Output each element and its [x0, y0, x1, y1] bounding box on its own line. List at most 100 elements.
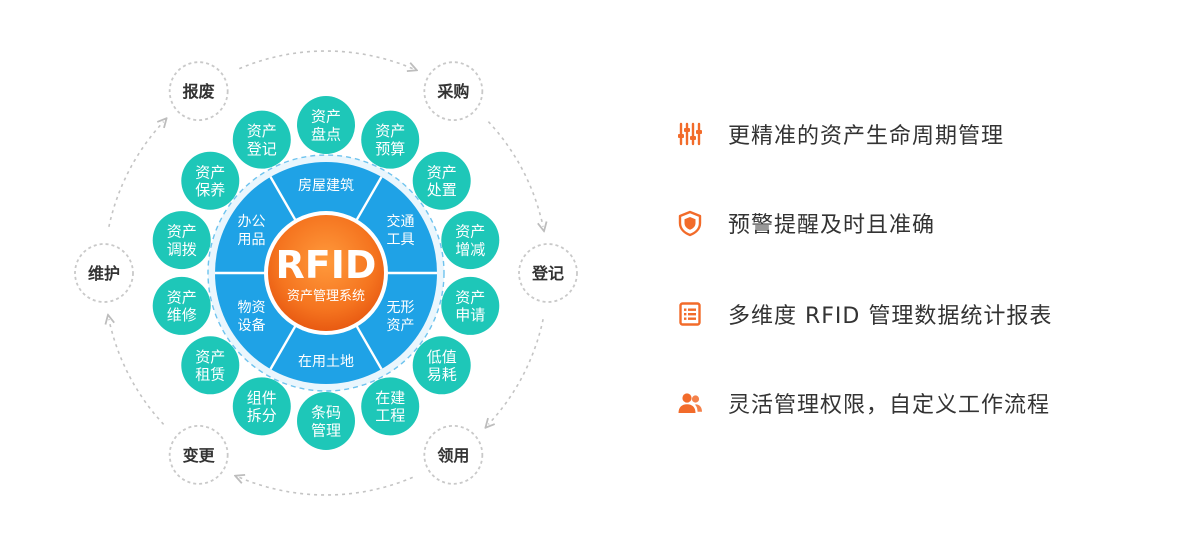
lifecycle-node: 维护: [74, 243, 134, 303]
feature-text: 更精准的资产生命周期管理: [728, 124, 1005, 149]
bubble-label: 条码管理: [311, 404, 341, 440]
lifecycle-node: 领用: [423, 424, 484, 485]
bubble-label-line: 资产: [375, 122, 405, 140]
hub-subtitle: 资产管理系统: [287, 289, 365, 304]
bubble-label-line: 资产: [195, 163, 225, 181]
bubble-label-line: 申请: [455, 306, 485, 324]
bubble-label-line: 条码: [311, 404, 341, 422]
lifecycle-node: 报废: [168, 61, 229, 122]
bubble-label: 组件拆分: [247, 389, 277, 425]
feature-text: 预警提醒及时且准确: [728, 213, 936, 238]
bubble-item: 资产维修: [152, 276, 211, 335]
bubble-label-line: 资产: [247, 122, 277, 140]
bubble-item: 资产盘点: [297, 96, 355, 154]
wheel-segment-label-line: 房屋建筑: [298, 178, 354, 194]
bubble-label-line: 保养: [195, 181, 225, 199]
wheel-segment-label-line: 无形: [386, 300, 414, 316]
bubble-label: 资产保养: [195, 163, 225, 199]
lifecycle-arrow: [239, 50, 412, 69]
feature-text: 多维度 RFID 管理数据统计报表: [728, 304, 1053, 329]
sliders-icon: [676, 120, 704, 148]
report-list-icon: [676, 300, 704, 328]
wheel-segment-label-line: 用品: [238, 232, 266, 248]
bubble-item: 资产增减: [441, 211, 500, 270]
bubble-label-line: 在建: [375, 389, 405, 407]
bubble-label-line: 盘点: [311, 125, 341, 143]
bubble-label: 资产维修: [167, 288, 197, 324]
wheel-segment-label: 在用土地: [298, 354, 354, 370]
bubble-item: 资产保养: [181, 151, 240, 210]
bubble-label-line: 拆分: [247, 407, 277, 425]
bubble-item: 资产处置: [412, 151, 471, 210]
bubble-item: 资产预算: [361, 110, 420, 169]
bubble-label-line: 资产: [167, 288, 197, 306]
shield-icon: [676, 209, 704, 237]
bubble-circle: [297, 96, 355, 154]
rfid-lifecycle-diagram: 资产盘点资产预算资产处置资产增减资产申请低值易耗在建工程条码管理组件拆分资产租赁…: [74, 50, 578, 496]
bubble-item: 组件拆分: [232, 377, 291, 436]
bubble-label-line: 低值: [427, 348, 457, 366]
feature-item-report: 多维度 RFID 管理数据统计报表: [676, 294, 1052, 334]
hub-circle: [268, 215, 384, 331]
bubble-circle: [412, 151, 471, 210]
bubble-circle: [297, 392, 355, 450]
bubble-label: 资产增减: [455, 223, 485, 259]
wheel-segment-label: 交通工具: [386, 213, 414, 248]
bubble-circle: [361, 110, 420, 169]
wheel-divider: [354, 324, 383, 370]
lifecycle-arrow: [239, 477, 413, 496]
wheel-segment-label: 物资设备: [238, 300, 266, 334]
lifecycle-node-circle: [168, 424, 229, 485]
bubble-item: 在建工程: [361, 377, 420, 436]
wheel-segment-label-line: 交通: [386, 213, 414, 230]
bubble-item: 资产登记: [232, 110, 291, 169]
bubble-circle: [232, 110, 291, 169]
bubble-circle: [181, 336, 240, 395]
feature-item-alert: 预警提醒及时且准确: [676, 203, 935, 243]
bubble-label: 资产盘点: [311, 108, 341, 144]
feature-text: 灵活管理权限，自定义工作流程: [728, 393, 1051, 418]
bubble-circle: [361, 377, 420, 436]
bubble-label: 资产调拨: [167, 223, 197, 259]
lifecycle-node-label: 报废: [183, 82, 215, 101]
wheel-divider: [269, 176, 298, 222]
lifecycle-node-circle: [168, 61, 229, 122]
bubble-item: 低值易耗: [412, 336, 471, 395]
lifecycle-arrow: [487, 121, 543, 227]
bubble-label-line: 易耗: [427, 366, 457, 384]
hub-title: RFID: [276, 243, 377, 287]
feature-item-permissions: 灵活管理权限，自定义工作流程: [676, 383, 1050, 423]
lifecycle-node: 登记: [518, 243, 578, 303]
bubble-label-line: 预算: [375, 140, 405, 158]
bubble-item: 资产租赁: [181, 336, 240, 395]
lifecycle-node: 变更: [168, 424, 229, 485]
bubble-label-line: 资产: [455, 288, 485, 306]
bubble-circle: [181, 151, 240, 210]
lifecycle-node-circle: [518, 243, 578, 303]
users-icon: [676, 389, 704, 417]
feature-list: 更精准的资产生命周期管理 预警提醒及时且准确: [676, 0, 1176, 552]
wheel-segment-label-line: 工具: [386, 232, 414, 248]
lifecycle-node-label: 领用: [437, 446, 469, 465]
wheel-segment-label: 房屋建筑: [298, 178, 354, 194]
bubble-label: 资产租赁: [195, 348, 225, 384]
bubble-item: 资产申请: [441, 276, 500, 335]
bubble-label-line: 管理: [311, 421, 341, 439]
lifecycle-node-label: 变更: [183, 446, 216, 465]
wheel-segment-label-line: 资产: [386, 318, 414, 334]
wheel-segment-label-line: 办公: [238, 214, 266, 230]
lifecycle-node-circle: [423, 424, 484, 485]
bubble-label: 低值易耗: [427, 348, 457, 384]
wheel-segment-label-line: 物资: [238, 300, 266, 316]
lifecycle-node-circle: [74, 243, 134, 303]
lifecycle-arrow: [108, 122, 164, 227]
lifecycle-node-circle: [423, 61, 484, 122]
wheel-segment-label-line: 在用土地: [298, 354, 354, 370]
wheel-divider: [354, 176, 383, 222]
bubble-item: 资产调拨: [152, 211, 211, 270]
bubble-label-line: 工程: [375, 407, 405, 425]
lifecycle-node: 采购: [423, 61, 484, 122]
bubble-label-line: 登记: [247, 140, 277, 158]
bubble-label: 资产登记: [247, 122, 277, 158]
bubble-circle: [441, 276, 500, 335]
